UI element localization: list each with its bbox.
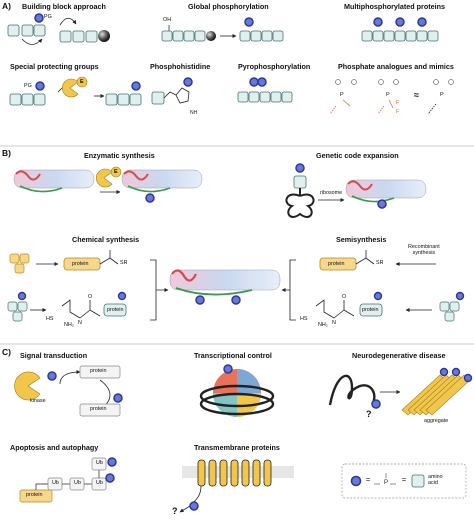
title-chemical: Chemical synthesis [72,235,140,244]
semisynthesis-diagram [282,250,465,322]
apoptosis-diagram [19,457,117,503]
svg-text:NH: NH [190,110,198,116]
nh2-label-chem: NH₂ [64,322,74,328]
hs-label-semi: HS [300,316,308,322]
nucleosome-diagram [199,364,275,417]
title-enzymatic: Enzymatic synthesis [84,151,155,160]
section-b-label: B) [2,148,11,158]
title-pyrophos: Pyrophosphorylation [238,62,311,71]
enzyme-letter-b: E [114,169,118,175]
protein-label-chem-2: protein [107,307,124,313]
title-genetic-code: Genetic code expansion [316,151,399,160]
section-c-label: C) [2,347,11,357]
o-label-chem: O [88,294,93,300]
product-protein [169,269,281,305]
special-pg-diagram [9,76,142,106]
protein-label-semi: protein [328,261,345,267]
kinase-pacman-icon [14,371,41,401]
title-multiphos: Multiphosphorylated proteins [344,2,446,11]
building-block-diagram [7,13,110,45]
protein-label-chem: protein [72,261,89,267]
ub-label-2: Ub [74,480,81,486]
legend-amino-acid: amino acid [428,474,443,486]
title-semisynthesis: Semisynthesis [336,235,387,244]
hs-label-chem: HS [46,316,54,322]
svg-text:P: P [386,92,390,98]
transmembrane-question: ? [172,506,178,516]
enzyme-pacman-icon [61,78,79,98]
enzyme-pacman-icon [95,168,113,188]
ribosome-label: ribosome [320,190,343,196]
kinase-label: kinase [30,398,46,404]
ub-label-4: Ub [96,460,103,466]
ub-label-1: Ub [52,480,59,486]
o-label-semi: O [342,294,347,300]
multiphos-diagram [361,17,439,42]
title-signal: Signal transduction [20,351,88,360]
genetic-code-diagram [285,163,427,218]
n-label-chem: N [78,320,82,326]
title-analogues: Phosphate analogues and mimics [338,62,454,71]
svg-text:P: P [340,92,344,98]
legend-equals-1: = [366,477,371,484]
pg-tag: PG [44,14,52,20]
title-apoptosis: Apoptosis and autophagy [10,443,99,452]
neuro-diagram [328,367,473,416]
signal-diagram [14,365,123,417]
special-pg-tag: PG [24,83,32,89]
title-transcriptional: Transcriptional control [194,351,272,360]
transmembrane-diagram [179,459,294,513]
protein-label-signal-1: protein [90,368,107,374]
svg-text:F: F [396,100,400,106]
chemical-diagram [7,250,168,322]
nh2-label-semi: NH₂ [318,322,328,328]
analogues-diagram: P P F F P [329,79,454,115]
section-a-label: A) [2,1,11,11]
svg-text:P: P [384,480,388,486]
svg-text:P: P [440,92,444,98]
title-transmembrane: Transmembrane proteins [194,443,280,452]
n-label-semi: N [332,320,336,326]
protein-label-signal-2: protein [90,406,107,412]
recombinant-label: Recombinant synthesis [408,244,440,256]
ub-label-3: Ub [96,480,103,486]
aggregate-label: aggregate [424,418,449,424]
title-building-block: Building block approach [22,2,106,11]
pyrophos-diagram [237,77,293,103]
global-phos-diagram [161,17,284,42]
protein-label-semi-2: protein [362,307,379,313]
enzyme-letter-a: E [80,79,84,85]
enzymatic-diagram [13,166,203,203]
neuro-question: ? [366,409,372,419]
protein-label-apoptosis: protein [26,492,43,498]
svg-text:F: F [396,109,400,115]
phosphohistidine-diagram: NH [151,77,198,116]
oh-tag: OH [163,17,172,23]
title-special-pg: Special protecting groups [10,62,99,71]
legend-equals-2: = [402,477,407,484]
sr-label-chem: SR [120,260,128,266]
approx-sign: ≈ [414,90,419,100]
title-neuro: Neurodegenerative disease [352,351,446,360]
title-global-phos: Global phosphorylation [188,2,269,11]
legend-box: P [341,463,467,499]
title-phosphohistidine: Phosphohistidine [150,62,211,71]
sr-label-semi: SR [376,260,384,266]
